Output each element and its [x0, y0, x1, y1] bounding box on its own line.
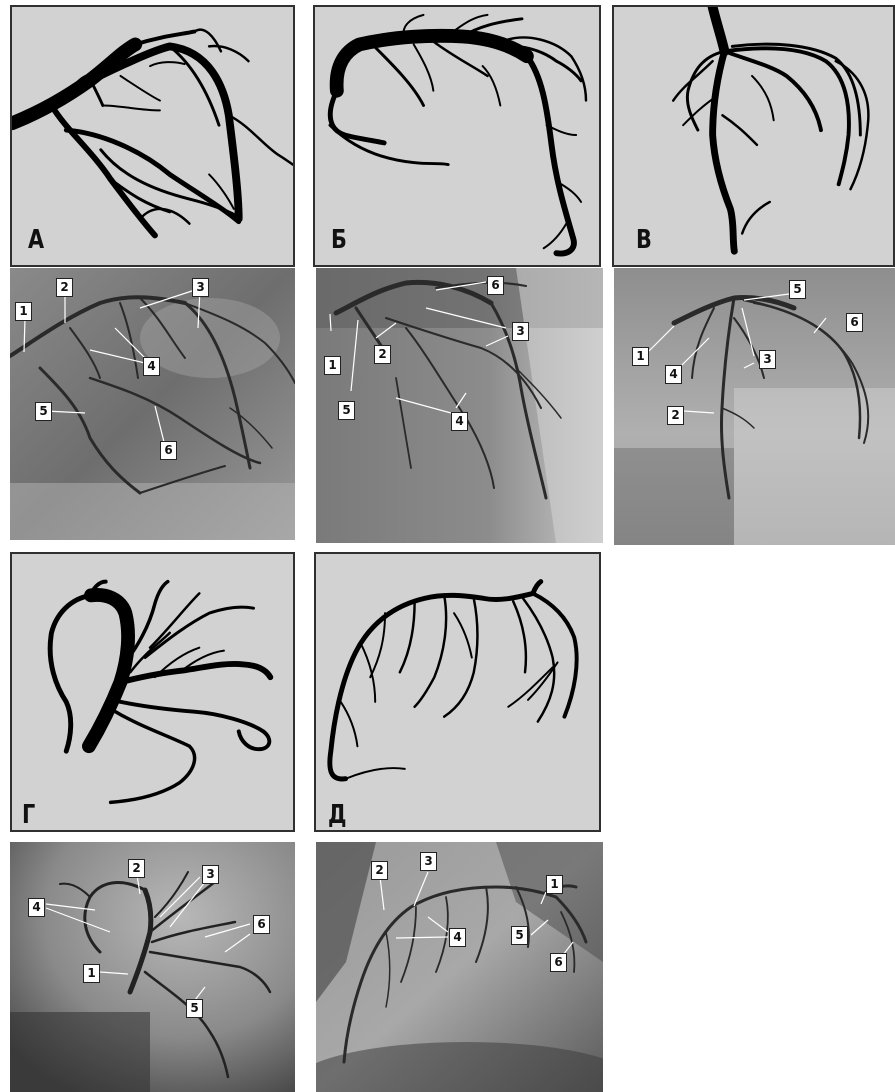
callout-2: 2	[56, 278, 73, 297]
vessel-schematic-v	[614, 7, 893, 265]
angiogram-panel-a: 1 2 3 4 5 6	[10, 268, 295, 540]
callout-1: 1	[324, 356, 341, 375]
scheme-panel-v: В	[612, 5, 895, 267]
vessel-schematic-a	[12, 7, 293, 265]
scheme-panel-b: Б	[313, 5, 601, 267]
angiogram-panel-b: 6 1 2 3 5 4	[316, 268, 603, 543]
callout-6: 6	[160, 441, 177, 460]
panel-letter-a: А	[28, 225, 44, 255]
callout-2: 2	[371, 861, 388, 880]
callout-3: 3	[420, 852, 437, 871]
callout-5: 5	[789, 280, 806, 299]
panel-letter-g: Г	[22, 800, 35, 830]
callout-2: 2	[128, 859, 145, 878]
callout-1: 1	[546, 875, 563, 894]
panel-letter-v: В	[636, 225, 652, 255]
callout-5: 5	[511, 926, 528, 945]
callout-5: 5	[338, 401, 355, 420]
callout-6: 6	[846, 313, 863, 332]
callout-4: 4	[143, 357, 160, 376]
callout-1: 1	[83, 964, 100, 983]
callout-3: 3	[202, 865, 219, 884]
callout-3: 3	[192, 278, 209, 297]
vessel-schematic-g	[12, 554, 293, 830]
angiogram-panel-v: 5 6 1 4 3 2	[614, 268, 895, 545]
angiogram-image-v	[614, 268, 895, 545]
scheme-panel-g: Г	[10, 552, 295, 832]
callout-4: 4	[28, 898, 45, 917]
callout-4: 4	[451, 412, 468, 431]
callout-6: 6	[253, 915, 270, 934]
angiogram-image-b	[316, 268, 603, 543]
vessel-schematic-d	[316, 554, 599, 830]
angiogram-image-a	[10, 268, 295, 540]
callout-1: 1	[632, 347, 649, 366]
callout-3: 3	[759, 350, 776, 369]
scheme-panel-d: Д	[314, 552, 601, 832]
callout-5: 5	[35, 402, 52, 421]
callout-2: 2	[374, 345, 391, 364]
panel-letter-d: Д	[328, 800, 347, 830]
callout-6: 6	[550, 953, 567, 972]
callout-2: 2	[667, 406, 684, 425]
callout-1: 1	[15, 302, 32, 321]
callout-6: 6	[487, 276, 504, 295]
callout-4: 4	[449, 928, 466, 947]
callout-5: 5	[186, 999, 203, 1018]
angiogram-panel-g: 2 3 4 6 1 5	[10, 842, 295, 1092]
vessel-schematic-b	[315, 7, 599, 265]
panel-letter-b: Б	[331, 225, 347, 255]
callout-3: 3	[512, 322, 529, 341]
scheme-panel-a: А	[10, 5, 295, 267]
angiogram-image-g	[10, 842, 295, 1092]
callout-4: 4	[665, 365, 682, 384]
angiogram-panel-d: 3 2 1 4 5 6	[316, 842, 603, 1092]
